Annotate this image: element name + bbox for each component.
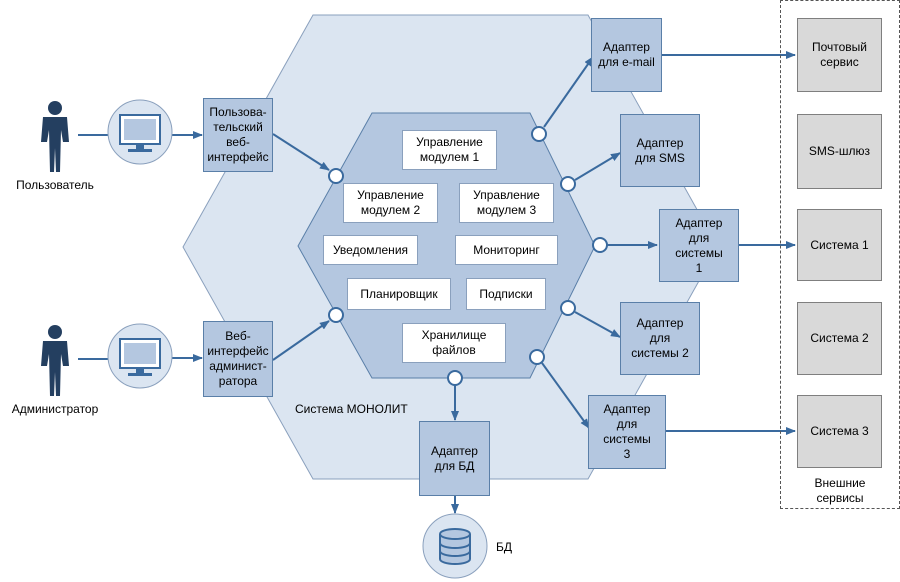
user-label: Пользователь — [16, 178, 94, 192]
port-sms — [560, 176, 576, 192]
system-core-hexagon — [297, 112, 596, 379]
module-3-management[interactable]: Управление модулем 3 — [459, 183, 554, 223]
core-ports — [328, 126, 608, 386]
monitor-icon — [107, 99, 173, 165]
port-sys3 — [529, 349, 545, 365]
monitoring-module[interactable]: Мониторинг — [455, 235, 558, 265]
port-email — [531, 126, 547, 142]
db-label: БД — [496, 540, 513, 554]
notifications-module[interactable]: Уведомления — [323, 235, 418, 265]
external-system-2[interactable]: Система 2 — [797, 302, 882, 375]
adapter-system-2[interactable]: Адаптер для системы 2 — [620, 302, 700, 375]
adapter-db[interactable]: Адаптер для БД — [419, 421, 490, 496]
adapter-sms[interactable]: Адаптер для SMS — [620, 114, 700, 187]
external-services-label: Внешние сервисы — [814, 476, 866, 505]
external-system-1[interactable]: Система 1 — [797, 209, 882, 281]
system-label: Система МОНОЛИТ — [295, 402, 408, 416]
adapter-system-1[interactable]: Адаптер для системы 1 — [659, 209, 739, 282]
admin-label: Администратор — [11, 402, 99, 416]
external-system-3[interactable]: Система 3 — [797, 395, 882, 468]
scheduler-module[interactable]: Планировщик — [347, 278, 451, 310]
port-user-web — [328, 168, 344, 184]
admin-web-interface[interactable]: Веб-интерфейс админист-ратора — [203, 321, 273, 397]
mail-service[interactable]: Почтовый сервис — [797, 18, 882, 92]
port-admin-web — [328, 307, 344, 323]
database-icon — [422, 513, 488, 579]
module-1-management[interactable]: Управление модулем 1 — [402, 130, 497, 170]
sms-gateway[interactable]: SMS-шлюз — [797, 114, 882, 189]
port-db — [447, 370, 463, 386]
person-icon — [41, 101, 69, 172]
module-2-management[interactable]: Управление модулем 2 — [343, 183, 438, 223]
user-web-interface[interactable]: Пользова-тельский веб-интерфейс — [203, 98, 273, 172]
adapter-email[interactable]: Адаптер для e-mail — [591, 18, 662, 92]
file-storage-module[interactable]: Хранилище файлов — [402, 323, 506, 363]
port-sys2 — [560, 300, 576, 316]
adapter-system-3[interactable]: Адаптер для системы 3 — [588, 395, 666, 469]
person-icon — [41, 325, 69, 396]
subscriptions-module[interactable]: Подписки — [466, 278, 546, 310]
port-sys1 — [592, 237, 608, 253]
monitor-icon — [107, 323, 173, 389]
